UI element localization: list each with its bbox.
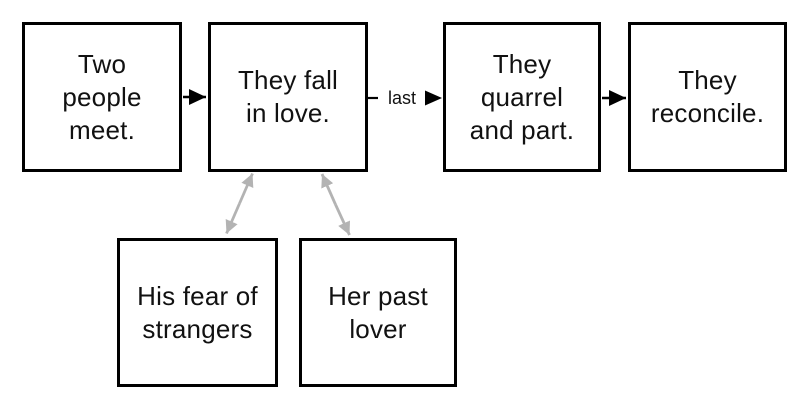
obstacle-arrow-love-lover <box>320 173 351 236</box>
node-they-reconcile-label: They reconcile. <box>650 65 765 128</box>
node-her-past-lover-label: Her past lover <box>328 280 428 344</box>
obstacle-arrow-love-fear <box>225 172 254 235</box>
node-they-quarrel-and-part: They quarrel and part. <box>443 22 601 172</box>
connector-label-last: last <box>387 88 416 108</box>
node-her-past-lover: Her past lover <box>299 238 457 387</box>
node-two-people-meet-label: Two people meet. <box>62 48 142 145</box>
node-they-quarrel-and-part-label: They quarrel and part. <box>469 48 575 145</box>
node-two-people-meet: Two people meet. <box>22 22 182 172</box>
node-his-fear-of-strangers-label: His fear of strangers <box>137 280 258 344</box>
node-they-fall-in-love-label: They fall in love. <box>237 65 339 128</box>
flow-arrowhead-love-to-quarrel <box>425 90 442 106</box>
node-his-fear-of-strangers: His fear of strangers <box>117 238 278 387</box>
node-they-reconcile: They reconcile. <box>628 22 787 172</box>
node-they-fall-in-love: They fall in love. <box>208 22 368 172</box>
